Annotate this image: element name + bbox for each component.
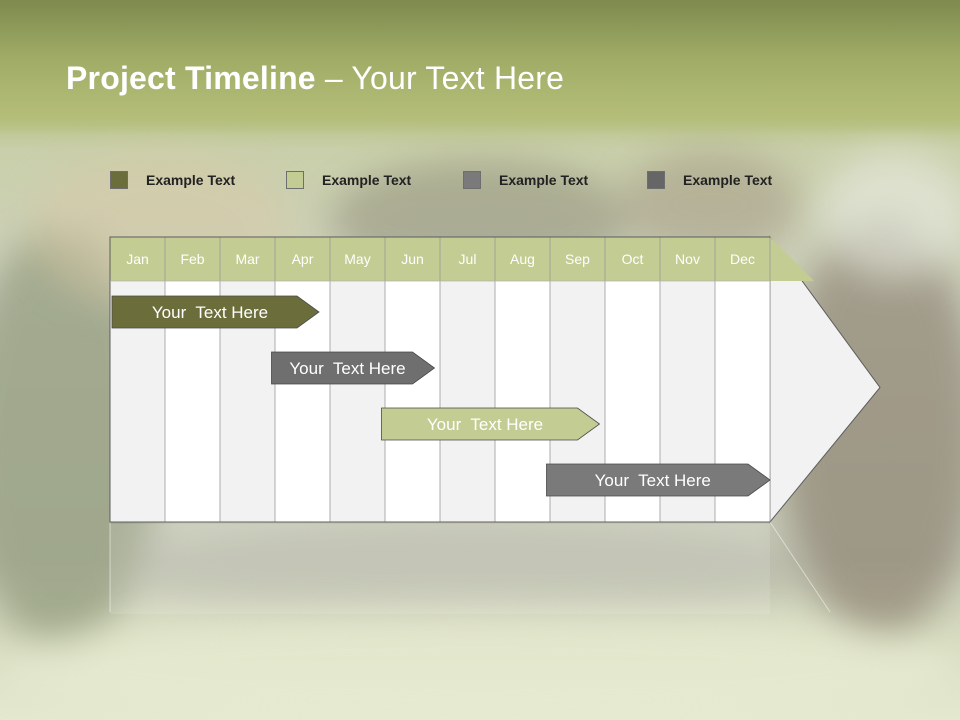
month-label-apr: Apr <box>292 251 314 267</box>
task-bar-2: Your Text Here <box>271 351 436 385</box>
month-header-dec <box>715 237 770 281</box>
task-arrow-3 <box>381 407 601 441</box>
month-label-feb: Feb <box>180 251 204 267</box>
task-label-1: Your Text Here <box>152 303 268 322</box>
month-column-jun <box>385 281 440 522</box>
month-label-jun: Jun <box>401 251 424 267</box>
month-label-nov: Nov <box>675 251 700 267</box>
month-header-sep <box>550 237 605 281</box>
task-arrow-4 <box>546 463 771 497</box>
reflection-fill <box>110 524 770 614</box>
title-rest: – Your Text Here <box>315 60 565 96</box>
task-bar-1: Your Text Here <box>111 295 320 329</box>
legend-item-3: Example Text <box>463 170 588 190</box>
reflection-lines <box>109 521 831 613</box>
task-label-3: Your Text Here <box>427 415 543 434</box>
month-label-aug: Aug <box>510 251 535 267</box>
month-label-mar: Mar <box>235 251 259 267</box>
month-column-may <box>330 281 385 522</box>
task-bar-3: Your Text Here <box>381 407 601 441</box>
month-header-jul <box>440 237 495 281</box>
timeline-reflection <box>109 521 831 614</box>
month-label-dec: Dec <box>730 251 755 267</box>
month-header-apr <box>275 237 330 281</box>
month-header-feb <box>165 237 220 281</box>
task-arrow-1 <box>111 295 320 329</box>
month-label-jul: Jul <box>459 251 477 267</box>
legend-label-1: Example Text <box>146 172 236 188</box>
month-label-oct: Oct <box>622 251 644 267</box>
timeline-arrow-header-band <box>770 237 814 281</box>
task-label-4: Your Text Here <box>595 471 711 490</box>
legend-item-2: Example Text <box>286 170 411 190</box>
title-bold: Project Timeline <box>66 60 316 96</box>
legend-item-4: Example Text <box>647 170 772 190</box>
month-label-jan: Jan <box>126 251 149 267</box>
title-band <box>0 0 960 135</box>
month-header-may <box>330 237 385 281</box>
legend-swatch-1 <box>110 171 128 189</box>
month-header-nov <box>660 237 715 281</box>
month-header-jan <box>110 237 165 281</box>
legend-swatch-4 <box>647 171 665 189</box>
month-header-jun <box>385 237 440 281</box>
month-header-aug <box>495 237 550 281</box>
legend-label-4: Example Text <box>683 172 773 188</box>
page-title: Project Timeline – Your Text Here <box>66 60 564 97</box>
month-header-mar <box>220 237 275 281</box>
legend-swatch-3 <box>463 171 481 189</box>
month-column-jul <box>440 281 495 522</box>
legend-label-3: Example Text <box>499 172 589 188</box>
task-bar-4: Your Text Here <box>546 463 771 497</box>
task-label-2: Your Text Here <box>289 359 405 378</box>
task-arrow-2 <box>271 351 436 385</box>
month-label-may: May <box>344 251 370 267</box>
timeline-border <box>109 236 770 523</box>
legend-item-1: Example Text <box>110 170 235 190</box>
legend-label-2: Example Text <box>322 172 412 188</box>
month-label-sep: Sep <box>565 251 590 267</box>
month-header-oct <box>605 237 660 281</box>
month-column-aug <box>495 281 550 522</box>
legend-swatch-2 <box>286 171 304 189</box>
